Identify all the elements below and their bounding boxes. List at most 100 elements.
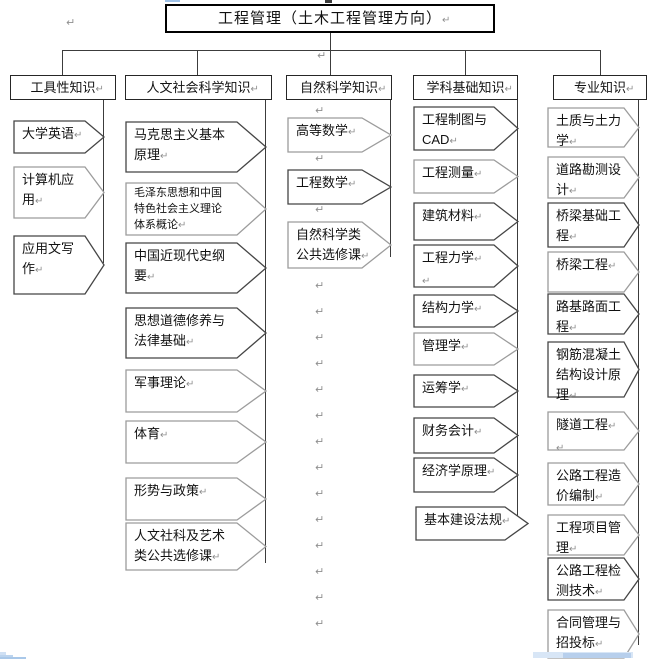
course-arrow-shape[interactable]: 应用文写作↵ — [13, 235, 105, 295]
course-label-text: 计算机应用 — [22, 172, 75, 207]
paragraph-mark-icon: ↵ — [315, 306, 325, 318]
course-arrow-shape[interactable]: 钢筋混凝土结构设计原理↵ — [547, 341, 640, 402]
course-arrow-outline — [413, 332, 519, 366]
course-arrow-shape[interactable]: 公路工程造价编制↵ — [547, 462, 640, 506]
top-edge-fragment-blue — [165, 0, 180, 2]
course-arrow-outline — [415, 506, 529, 541]
category-header-box-3[interactable]: 学科基础知识↵ — [413, 75, 518, 100]
course-arrow-shape[interactable]: 工程项目管理↵ — [547, 514, 640, 556]
course-label-text: 应用文写作 — [22, 241, 75, 276]
course-label-text: 军事理论 — [134, 375, 187, 390]
course-label: 基本建设法规↵ — [424, 510, 510, 532]
course-arrow-shape[interactable]: 毛泽东思想和中国特色社会主义理论体系概论↵ — [125, 182, 267, 236]
course-arrow-shape[interactable]: 隧道工程↵↵ — [547, 411, 640, 454]
paragraph-mark-icon: ↵ — [315, 384, 325, 396]
category-header-box-2[interactable]: 自然科学知识↵ — [286, 75, 392, 100]
column-spine-line-4 — [638, 100, 639, 645]
course-arrow-outline — [547, 107, 640, 148]
course-label: 自然科学类公共选修课↵ — [296, 225, 369, 267]
course-arrow-outline — [547, 557, 640, 601]
course-arrow-outline — [547, 411, 640, 451]
category-header-box-4[interactable]: 专业知识↵ — [553, 75, 647, 100]
course-label: 桥梁基础工程↵ — [556, 208, 622, 243]
category-header-label: 工具性知识 — [30, 80, 96, 95]
course-arrow-shape[interactable]: 马克思主义基本原理↵ — [125, 121, 267, 173]
course-arrow-shape[interactable]: 中国近现代史纲要↵ — [125, 242, 267, 294]
connector-vline — [330, 33, 331, 50]
paragraph-mark-icon: ↵ — [317, 50, 327, 62]
scrollbar-fragment-left-3[interactable] — [0, 657, 26, 659]
course-arrow-outline — [13, 120, 105, 154]
course-arrow-shape[interactable]: 管理学↵ — [413, 332, 519, 366]
course-label: 体育↵ — [134, 426, 169, 441]
course-arrow-shape[interactable]: 大学英语↵ — [13, 120, 105, 154]
course-arrow-shape[interactable]: 桥梁工程↵ — [547, 251, 640, 293]
course-arrow-shape[interactable]: 计算机应用↵ — [13, 166, 105, 219]
scrollbar-fragment-left-1[interactable] — [0, 652, 6, 655]
category-header-box-0[interactable]: 工具性知识↵ — [10, 75, 116, 100]
course-arrow-shape[interactable]: 工程测量↵ — [413, 159, 519, 194]
course-arrow-outline — [413, 374, 519, 408]
paragraph-mark-icon: ↵ — [315, 540, 325, 552]
column-stub-line-0 — [62, 50, 63, 75]
course-label-text: 土质与土力学 — [556, 113, 622, 148]
course-arrow-shape[interactable]: 土质与土力学↵ — [547, 107, 640, 148]
course-arrow-shape[interactable]: 合同管理与招投标↵ — [547, 609, 640, 659]
course-arrow-shape[interactable]: 人文社科及艺术类公共选修课↵ — [125, 522, 267, 571]
course-arrow-shape[interactable]: 建筑材料↵ — [413, 202, 519, 241]
paragraph-mark-icon: ↵ — [315, 488, 325, 500]
course-label-text: 公路工程检测技术 — [556, 563, 622, 598]
course-arrow-shape[interactable]: 结构力学↵ — [413, 294, 519, 328]
course-label: 经济学原理↵ — [422, 461, 495, 483]
course-label: 隧道工程↵↵ — [556, 417, 617, 454]
course-label-text: 工程测量 — [422, 165, 475, 180]
course-arrow-shape[interactable]: 基本建设法规↵ — [415, 506, 529, 541]
category-header-box-1[interactable]: 人文社会科学知识↵ — [125, 75, 272, 100]
course-label-text: 经济学原理 — [422, 463, 488, 478]
course-arrow-shape[interactable]: 高等数学↵ — [287, 117, 392, 153]
course-arrow-shape[interactable]: 自然科学类公共选修课↵ — [287, 221, 392, 269]
course-label-text: 财务会计 — [422, 423, 475, 438]
course-label-text: 钢筋混凝土结构设计原理 — [556, 347, 622, 402]
course-label: 合同管理与招投标↵ — [556, 615, 622, 650]
course-label-text: 建筑材料 — [422, 208, 475, 223]
scrollbar-thumb-fragment[interactable] — [563, 653, 631, 658]
course-arrow-shape[interactable]: 运筹学↵ — [413, 374, 519, 408]
course-arrow-outline — [125, 242, 267, 294]
course-arrow-outline — [125, 121, 267, 173]
course-arrow-shape[interactable]: 工程制图与CAD↵ — [413, 106, 519, 151]
course-arrow-shape[interactable]: 财务会计↵ — [413, 417, 519, 454]
course-arrow-shape[interactable]: 公路工程检测技术↵ — [547, 557, 640, 601]
paragraph-mark-icon: ↵ — [315, 436, 325, 448]
course-arrow-shape[interactable]: 思想道德修养与法律基础↵ — [125, 307, 267, 359]
course-arrow-shape[interactable]: 道路勘测设计↵ — [547, 156, 640, 199]
scrollbar-fragment-left-2[interactable] — [0, 655, 13, 657]
course-arrow-shape[interactable]: 军事理论↵ — [125, 369, 267, 413]
course-arrow-outline — [13, 166, 105, 219]
course-label-text: 管理学 — [422, 338, 462, 353]
course-arrow-shape[interactable]: 工程数学↵ — [287, 169, 392, 205]
course-label-text: 人文社科及艺术类公共选修课 — [134, 528, 226, 563]
course-arrow-shape[interactable]: 体育↵ — [125, 420, 267, 464]
course-label: 计算机应用↵ — [22, 172, 75, 207]
paragraph-mark-icon: ↵ — [315, 514, 325, 526]
course-arrow-outline — [13, 235, 105, 295]
course-label-text: 道路勘测设计 — [556, 162, 622, 197]
course-arrow-shape[interactable]: 形势与政策↵ — [125, 477, 267, 521]
course-arrow-shape[interactable]: 工程力学↵↵ — [413, 244, 519, 288]
course-label: 运筹学↵ — [422, 380, 470, 395]
paragraph-mark-icon: ↵ — [315, 462, 325, 474]
course-arrow-shape[interactable]: 经济学原理↵ — [413, 457, 519, 493]
course-arrow-shape[interactable]: 路基路面工程↵ — [547, 293, 640, 335]
course-arrow-shape[interactable]: 桥梁基础工程↵ — [547, 202, 640, 248]
course-label-text: 结构力学 — [422, 300, 475, 315]
course-label: 人文社科及艺术类公共选修课↵ — [134, 528, 226, 563]
paragraph-mark-icon: ↵ — [315, 592, 325, 604]
category-header-label: 自然科学知识 — [299, 80, 378, 95]
course-label: 工程测量↵ — [422, 165, 483, 180]
title-box[interactable]: 工程管理（土木工程管理方向）↵ — [165, 4, 495, 33]
paragraph-mark-icon: ↵ — [315, 204, 325, 216]
category-header-label: 人文社会科学知识 — [146, 80, 251, 95]
course-arrow-outline — [413, 202, 519, 241]
course-label-text: 桥梁工程 — [556, 257, 609, 272]
